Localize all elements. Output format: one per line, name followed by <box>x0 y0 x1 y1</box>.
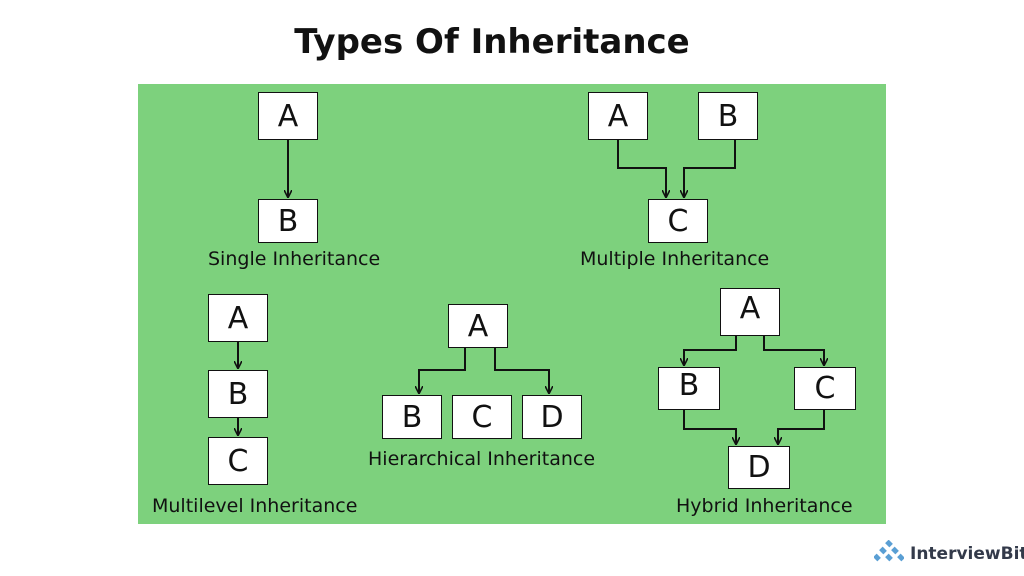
interviewbit-logo-icon <box>873 539 905 569</box>
multiple-node-c: C <box>648 199 708 243</box>
hierarchical-caption: Hierarchical Inheritance <box>368 448 596 470</box>
hierarchical-arrow-a-d <box>494 348 549 393</box>
hierarchical-node-c: C <box>452 395 512 439</box>
multiple-caption: Multiple Inheritance <box>580 248 770 270</box>
single-node-b: B <box>258 199 318 243</box>
hybrid-caption: Hybrid Inheritance <box>676 495 853 517</box>
multilevel-node-b: B <box>208 370 268 418</box>
multiple-node-a: A <box>588 92 648 140</box>
page-title: Types Of Inheritance <box>294 22 690 62</box>
connector-layer <box>138 140 886 524</box>
single-caption: Single Inheritance <box>208 248 381 270</box>
hybrid-arrow-c-d <box>778 410 825 444</box>
multiple-arrow-a-c <box>617 140 666 197</box>
multilevel-caption: Multilevel Inheritance <box>152 495 358 517</box>
hybrid-arrow-a-b <box>684 336 737 365</box>
multiple-arrow-b-c <box>684 140 736 197</box>
hybrid-arrow-a-c <box>763 336 824 365</box>
hierarchical-arrow-a-b <box>419 348 466 393</box>
hybrid-arrow-b-d <box>683 410 736 444</box>
brand-name: InterviewBit <box>910 544 1024 564</box>
hybrid-node-d: D <box>728 446 790 489</box>
hierarchical-node-b: B <box>382 395 442 439</box>
hierarchical-node-a: A <box>448 304 508 348</box>
hierarchical-node-d: D <box>522 395 582 439</box>
multilevel-node-c: C <box>208 437 268 485</box>
brand-logo: InterviewBit <box>873 539 1024 569</box>
hybrid-node-b: B <box>658 367 720 410</box>
hybrid-node-c: C <box>794 367 856 410</box>
diagram-panel: A B Single Inheritance A B C Multiple In… <box>138 84 886 524</box>
single-node-a: A <box>258 92 318 140</box>
hybrid-node-a: A <box>720 288 780 336</box>
multilevel-node-a: A <box>208 294 268 342</box>
multiple-node-b: B <box>698 92 758 140</box>
